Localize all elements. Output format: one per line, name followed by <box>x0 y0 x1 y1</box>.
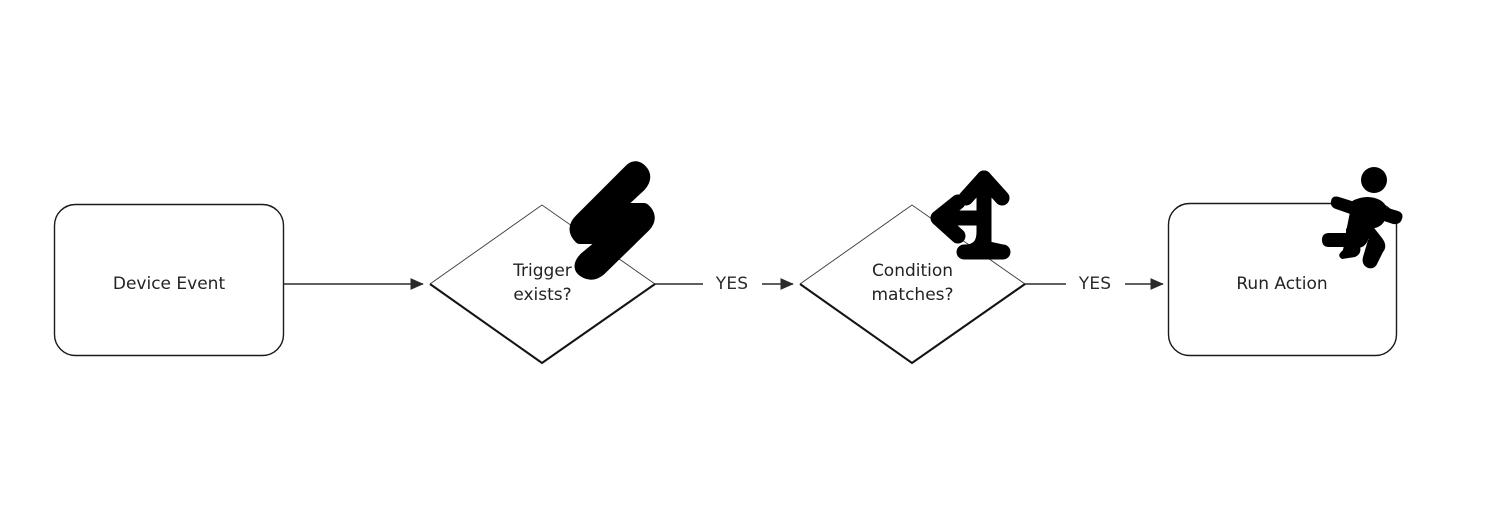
node-trigger-exists-shape-bottom <box>429 283 656 365</box>
lightning-bolt-icon <box>569 161 655 280</box>
edge-label-condition-yes: YES <box>1078 274 1112 294</box>
branch-arrow-icon <box>930 170 1011 260</box>
node-device-event-shape[interactable] <box>53 203 285 357</box>
edge-label-trigger-yes: YES <box>715 274 749 294</box>
running-person-icon <box>1322 167 1403 269</box>
node-condition-matches-shape-bottom <box>799 283 1026 365</box>
